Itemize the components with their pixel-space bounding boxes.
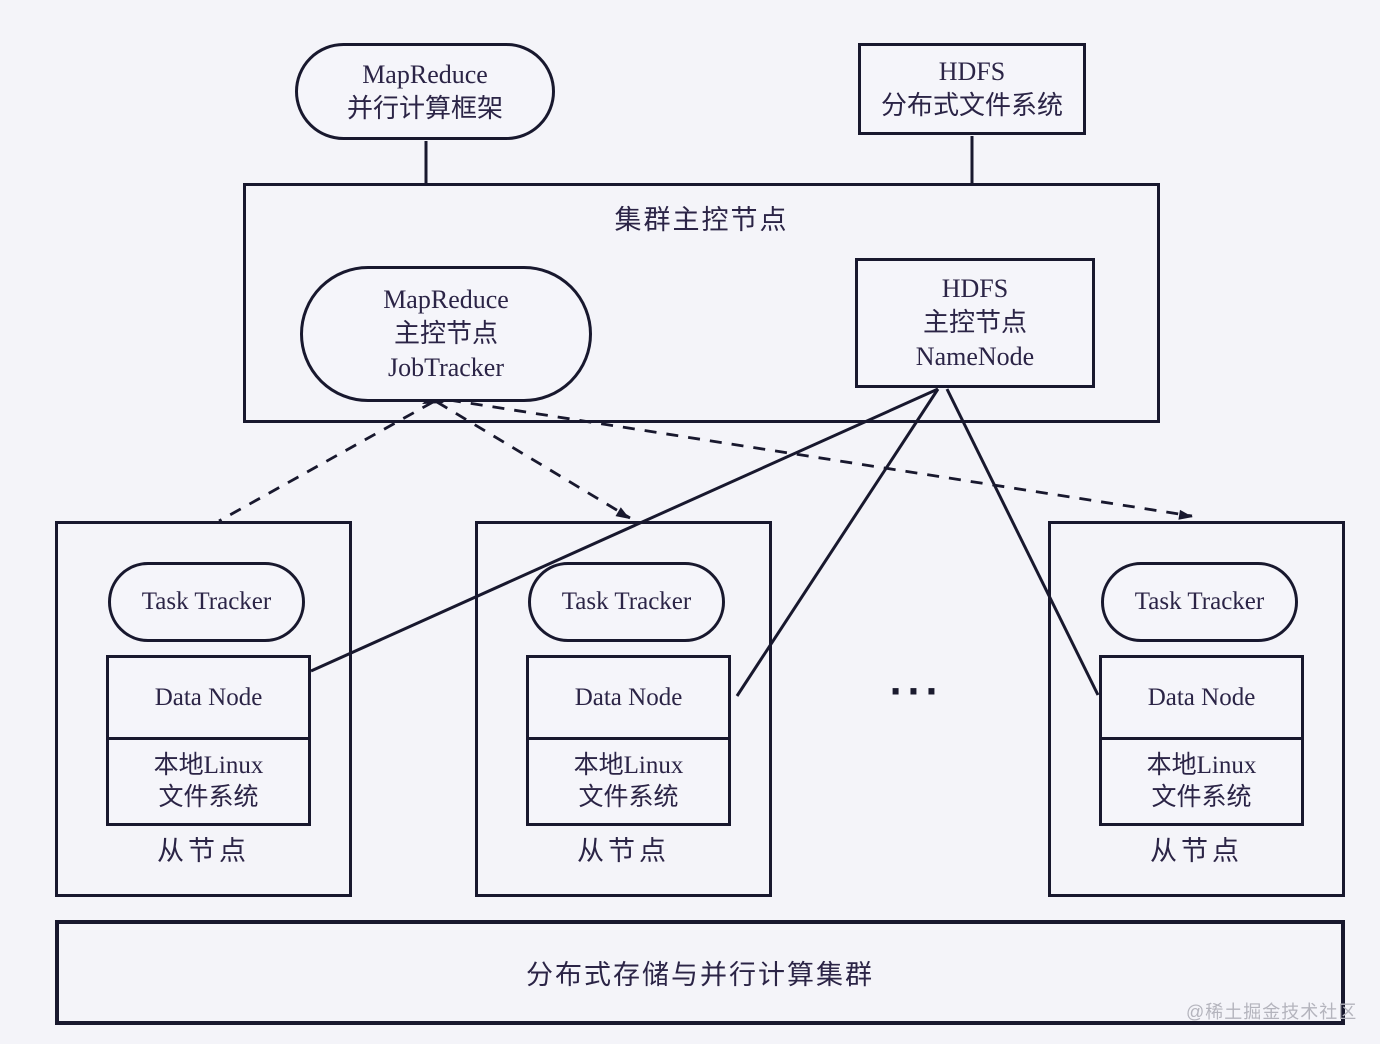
link-jobtracker-tasktracker-1: [218, 400, 434, 523]
tasktracker-node-1: Task Tracker: [108, 562, 305, 642]
juejin-watermark: @稀土掘金技术社区: [1186, 1002, 1358, 1022]
local-fs-1-line2: 文件系统: [158, 783, 259, 811]
link-jobtracker-tasktracker-2: [436, 400, 631, 520]
local-fs-3-line1: 本地Linux: [1146, 751, 1257, 779]
datanode-stack-1: Data Node 本地Linux 文件系统: [106, 655, 311, 826]
link-namenode-datanode-3: [945, 388, 1100, 696]
datanode-stack-2: Data Node 本地Linux 文件系统: [526, 655, 731, 826]
slave-label-3: 从节点: [1150, 836, 1243, 866]
datanode-label-2: Data Node: [574, 683, 683, 711]
slave-node-3: Task Tracker Data Node 本地Linux 文件系统 从节点: [1048, 521, 1345, 897]
datanode-label-3: Data Node: [1147, 683, 1256, 711]
jobtracker-line3: JobTracker: [387, 353, 505, 382]
jobtracker-line2: 主控节点: [393, 319, 498, 348]
link-jobtracker-tasktracker-3: [448, 398, 1193, 518]
local-fs-3-line2: 文件系统: [1151, 783, 1252, 811]
namenode-line2: 主控节点: [922, 308, 1027, 337]
cluster-master-title: 集群主控节点: [614, 205, 789, 235]
slave-label-2: 从节点: [577, 836, 670, 866]
cluster-footer-label: 分布式存储与并行计算集群: [526, 960, 874, 990]
mapreduce-framework-line2: 并行计算框架: [346, 93, 503, 123]
slave-label-1: 从节点: [157, 836, 250, 866]
datanode-label-1: Data Node: [154, 683, 263, 711]
local-fs-3: 本地Linux 文件系统: [1102, 737, 1301, 823]
more-slaves-ellipsis: ···: [889, 672, 943, 712]
hdfs-system-node: HDFS 分布式文件系统: [858, 43, 1086, 135]
arrowhead-tasktracker-3: [1178, 509, 1193, 520]
local-fs-1-line1: 本地Linux: [153, 751, 264, 779]
local-fs-2-line2: 文件系统: [578, 783, 679, 811]
local-fs-2: 本地Linux 文件系统: [529, 737, 728, 823]
mapreduce-framework-node: MapReduce 并行计算框架: [295, 43, 555, 140]
jobtracker-node: MapReduce 主控节点 JobTracker: [300, 266, 592, 402]
slave-node-2: Task Tracker Data Node 本地Linux 文件系统 从节点: [475, 521, 772, 897]
local-fs-2-line1: 本地Linux: [573, 751, 684, 779]
arrowhead-tasktracker-2: [615, 507, 630, 519]
mapreduce-framework-line1: MapReduce: [362, 59, 488, 89]
namenode-line3: NameNode: [915, 342, 1035, 371]
tasktracker-node-2: Task Tracker: [528, 562, 725, 642]
namenode-line1: HDFS: [941, 274, 1009, 303]
link-namenode-datanode-1: [310, 387, 939, 673]
hdfs-system-line2: 分布式文件系统: [880, 91, 1063, 120]
jobtracker-line1: MapReduce: [383, 285, 509, 314]
cluster-footer-box: 分布式存储与并行计算集群: [55, 920, 1345, 1025]
namenode-node: HDFS 主控节点 NameNode: [855, 258, 1095, 388]
hdfs-system-line1: HDFS: [938, 57, 1006, 86]
cluster-master-box: [243, 183, 1160, 423]
datanode-stack-3: Data Node 本地Linux 文件系统: [1099, 655, 1304, 826]
local-fs-1: 本地Linux 文件系统: [109, 737, 308, 823]
slave-node-1: Task Tracker Data Node 本地Linux 文件系统 从节点: [55, 521, 352, 897]
tasktracker-node-3: Task Tracker: [1101, 562, 1298, 642]
